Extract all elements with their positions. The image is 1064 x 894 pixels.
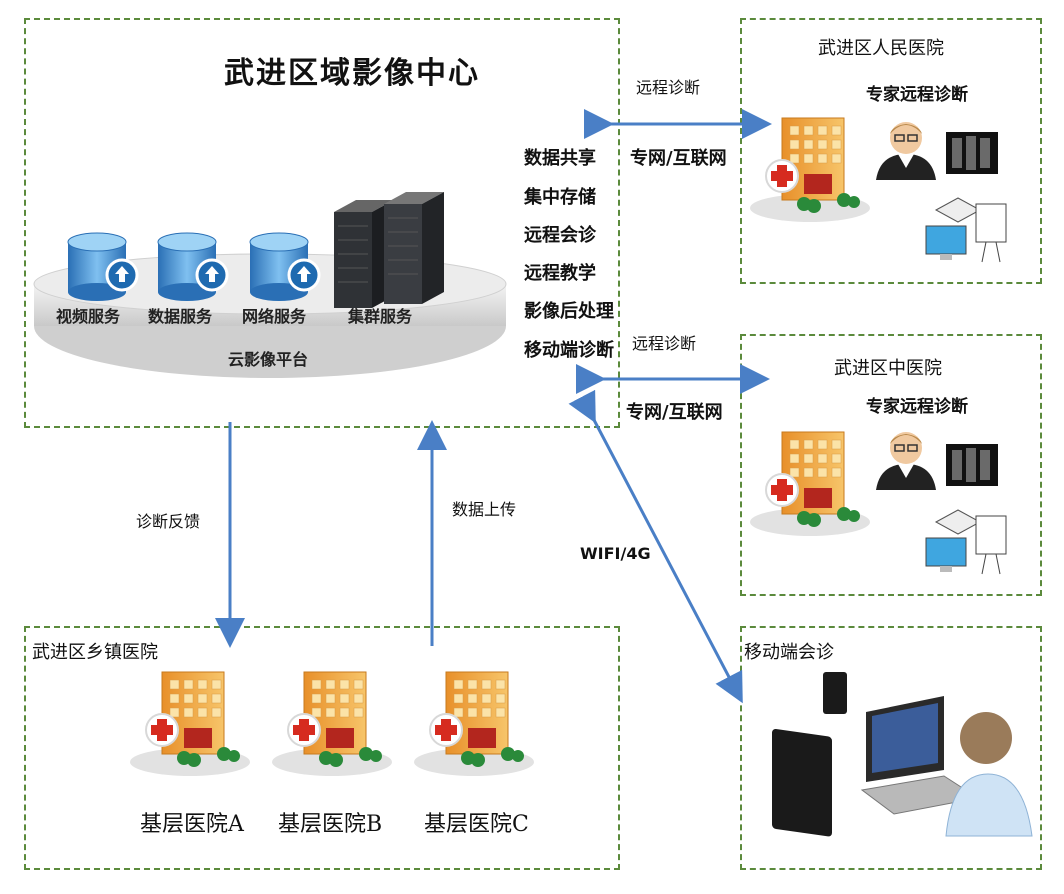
cluster-server-icon <box>334 192 444 308</box>
platform-label: 云影像平台 <box>228 350 309 369</box>
feature-5: 影像后处理 <box>524 301 614 322</box>
hospital1-subtitle: 专家远程诊断 <box>866 85 968 105</box>
service-data-label: 数据服务 <box>148 307 213 326</box>
hospital1-doctor-icon <box>875 121 937 181</box>
link-remote-diag-2: 远程诊断 <box>632 334 697 353</box>
hospital-c-label: 基层医院C <box>424 812 529 837</box>
imaging-center-box <box>24 18 620 428</box>
hospital2-equipment-icon <box>925 509 1007 575</box>
connection-arrows <box>215 109 772 704</box>
link-upload: 数据上传 <box>452 500 517 519</box>
hospital1-xray-icon <box>946 132 998 174</box>
hospital2-name: 武进区中医院 <box>834 358 942 379</box>
hospital1-equipment-icon <box>925 197 1007 263</box>
mobile-devices-icon <box>772 672 1033 837</box>
hospital1-name: 武进区人民医院 <box>818 38 944 59</box>
township-box <box>24 626 620 870</box>
feature-6: 移动端诊断 <box>524 340 614 361</box>
hospital1-building-icon <box>749 117 871 223</box>
hospital-c-building-icon <box>413 671 535 777</box>
township-name: 武进区乡镇医院 <box>32 642 158 663</box>
hospital-a-label: 基层医院A <box>140 812 244 837</box>
hospital2-doctor-icon <box>875 431 937 491</box>
mobile-box <box>740 626 1042 870</box>
link-feedback: 诊断反馈 <box>136 512 201 531</box>
video-db-icon <box>67 232 139 301</box>
network-db-icon <box>249 232 321 301</box>
hospital2-xray-icon <box>946 444 998 486</box>
hospital1-box <box>740 18 1042 284</box>
link-remote-diag-1: 远程诊断 <box>636 78 701 97</box>
hospital-a-building-icon <box>129 671 251 777</box>
service-network-label: 网络服务 <box>242 307 307 326</box>
feature-1: 数据共享 <box>524 148 596 169</box>
feature-2: 集中存储 <box>524 187 596 208</box>
link-network-2: 专网/互联网 <box>626 402 723 423</box>
link-network-1: 专网/互联网 <box>630 148 727 169</box>
hospital2-building-icon <box>749 431 871 537</box>
service-cluster-label: 集群服务 <box>348 307 413 326</box>
hospital-b-label: 基层医院B <box>278 812 383 837</box>
link-wifi: WIFI/4G <box>580 544 651 563</box>
center-title: 武进区域影像中心 <box>224 56 480 91</box>
service-video-label: 视频服务 <box>56 307 121 326</box>
data-db-icon <box>157 232 229 301</box>
feature-3: 远程会诊 <box>524 225 596 246</box>
hospital2-subtitle: 专家远程诊断 <box>866 397 968 417</box>
mobile-name: 移动端会诊 <box>744 642 834 663</box>
hospital-b-building-icon <box>271 671 393 777</box>
feature-4: 远程教学 <box>524 263 596 284</box>
